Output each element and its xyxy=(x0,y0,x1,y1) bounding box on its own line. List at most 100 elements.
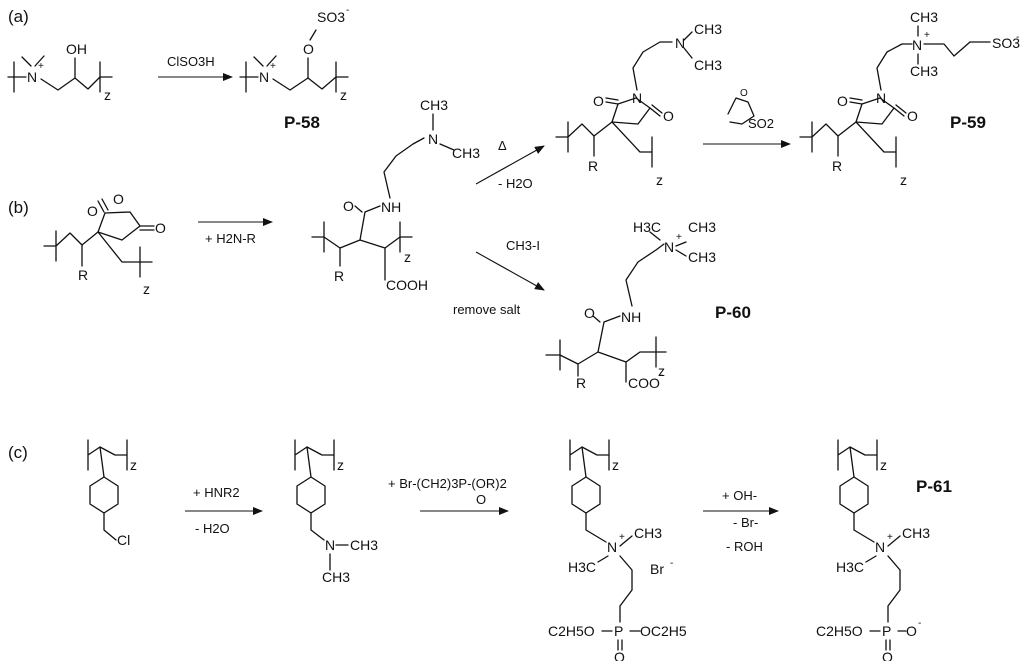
panel-b-product-p59: R z O O N N + CH3 CH3 SO3 - xyxy=(799,9,1020,188)
cond-c-amine: + HNR2 xyxy=(193,485,240,500)
cond-b-salt: remove salt xyxy=(453,302,521,317)
cond-c-alkyl: + Br-(CH2)3P-(OR)2 xyxy=(388,476,507,491)
svg-text:N: N xyxy=(325,537,335,553)
panel-b-imide-intermediate: R z O O N N CH3 CH3 xyxy=(555,21,722,188)
arrow-b-quaternization xyxy=(475,251,545,291)
svg-text:O: O xyxy=(614,649,625,661)
svg-text:Br: Br xyxy=(650,561,664,577)
svg-text:CH3: CH3 xyxy=(420,97,448,113)
svg-text:-: - xyxy=(1016,32,1019,43)
cond-c-water: - H2O xyxy=(195,521,230,536)
compound-label-p60: P-60 xyxy=(715,303,751,322)
cond-b-step1: + H2N-R xyxy=(205,231,256,246)
svg-text:SO3: SO3 xyxy=(317,9,345,25)
svg-text:O: O xyxy=(87,203,98,219)
panel-c-phosphonate-ester: z N + CH3 H3C Br - P O C2H5O OC2H5 xyxy=(548,439,687,661)
svg-text:O: O xyxy=(907,108,918,124)
svg-text:CH3: CH3 xyxy=(688,249,716,265)
panel-c-amine-polymer: z N CH3 CH3 xyxy=(294,439,378,585)
svg-text:CH3: CH3 xyxy=(910,9,938,25)
cond-b-water: - H2O xyxy=(498,176,533,191)
svg-text:SO2: SO2 xyxy=(748,116,774,131)
svg-text:+: + xyxy=(270,61,276,72)
svg-text:O: O xyxy=(663,108,674,124)
svg-text:O: O xyxy=(740,88,748,99)
svg-text:CH3: CH3 xyxy=(322,569,350,585)
svg-text:P: P xyxy=(614,623,623,639)
svg-text:N: N xyxy=(259,69,269,85)
svg-text:O: O xyxy=(593,93,604,109)
svg-text:SO3: SO3 xyxy=(992,35,1020,51)
svg-text:O: O xyxy=(113,191,124,207)
cond-c-oh: + OH- xyxy=(722,488,757,503)
svg-text:N: N xyxy=(632,90,642,106)
svg-text:CH3: CH3 xyxy=(910,63,938,79)
svg-text:R: R xyxy=(832,158,842,174)
svg-text:N: N xyxy=(428,131,438,147)
svg-text:N: N xyxy=(875,539,885,555)
svg-text:z: z xyxy=(143,281,150,297)
svg-text:OC2H5: OC2H5 xyxy=(640,623,687,639)
svg-text:R: R xyxy=(576,375,586,391)
svg-text:CH3: CH3 xyxy=(350,537,378,553)
svg-text:H3C: H3C xyxy=(633,219,661,235)
svg-text:-: - xyxy=(346,5,349,16)
svg-text:C2H5O: C2H5O xyxy=(548,623,595,639)
svg-text:O: O xyxy=(882,649,893,661)
svg-text:-: - xyxy=(660,370,663,381)
svg-text:NH: NH xyxy=(381,199,401,215)
svg-text:N: N xyxy=(675,35,685,51)
arrow-b-imidization xyxy=(475,145,545,185)
svg-text:R: R xyxy=(588,158,598,174)
svg-text:z: z xyxy=(104,87,111,103)
cond-b-heat: Δ xyxy=(498,138,507,153)
svg-text:N: N xyxy=(912,37,922,53)
svg-text:O: O xyxy=(584,305,595,321)
panel-c-product-p61: z N + CH3 H3C P O C2H5O O - xyxy=(816,439,930,661)
panel-c-chloromethylstyrene: z Cl xyxy=(87,439,137,548)
svg-text:z: z xyxy=(880,457,887,473)
svg-text:N: N xyxy=(607,539,617,555)
svg-text:N: N xyxy=(27,69,37,85)
svg-text:+: + xyxy=(924,30,930,41)
svg-text:-: - xyxy=(670,558,673,569)
svg-text:z: z xyxy=(900,172,907,188)
svg-text:COOH: COOH xyxy=(386,277,428,293)
panel-b-amide-intermediate: z R COOH O NH N CH3 CH3 xyxy=(311,97,480,293)
propane-sultone-ring: O SO2 xyxy=(727,88,774,131)
svg-text:R: R xyxy=(78,267,88,283)
svg-text:NH: NH xyxy=(621,309,641,325)
panel-label-b: (b) xyxy=(8,198,29,217)
panel-label-a: (a) xyxy=(8,7,29,26)
svg-text:R: R xyxy=(334,268,344,284)
svg-text:Cl: Cl xyxy=(117,532,130,548)
svg-text:C2H5O: C2H5O xyxy=(816,623,863,639)
svg-text:OH: OH xyxy=(66,41,87,57)
cond-b-methyl: CH3-I xyxy=(506,238,540,253)
cond-c-br: - Br- xyxy=(733,515,758,530)
panel-a-product: N + O SO3 - z xyxy=(239,5,349,103)
panel-a-starting-polymer: N + OH z xyxy=(7,41,113,103)
cond-a-reagent: ClSO3H xyxy=(167,54,215,69)
svg-text:z: z xyxy=(656,172,663,188)
svg-text:+: + xyxy=(887,532,893,543)
svg-text:z: z xyxy=(612,457,619,473)
svg-text:CH3: CH3 xyxy=(902,525,930,541)
svg-text:O: O xyxy=(906,623,917,639)
svg-text:CH3: CH3 xyxy=(452,145,480,161)
compound-label-p58: P-58 xyxy=(284,113,320,132)
svg-text:z: z xyxy=(658,363,665,379)
svg-text:CH3: CH3 xyxy=(634,525,662,541)
svg-text:z: z xyxy=(337,457,344,473)
svg-text:z: z xyxy=(404,249,411,265)
svg-text:+: + xyxy=(676,232,682,243)
svg-text:z: z xyxy=(130,457,137,473)
compound-label-p61: P-61 xyxy=(916,477,952,496)
panel-label-c: (c) xyxy=(8,443,28,462)
svg-text:O: O xyxy=(303,41,314,57)
svg-text:+: + xyxy=(619,532,625,543)
panel-b-anhydride-copolymer: R O O O z xyxy=(43,191,166,297)
svg-text:O: O xyxy=(155,220,166,236)
svg-text:O: O xyxy=(343,198,354,214)
